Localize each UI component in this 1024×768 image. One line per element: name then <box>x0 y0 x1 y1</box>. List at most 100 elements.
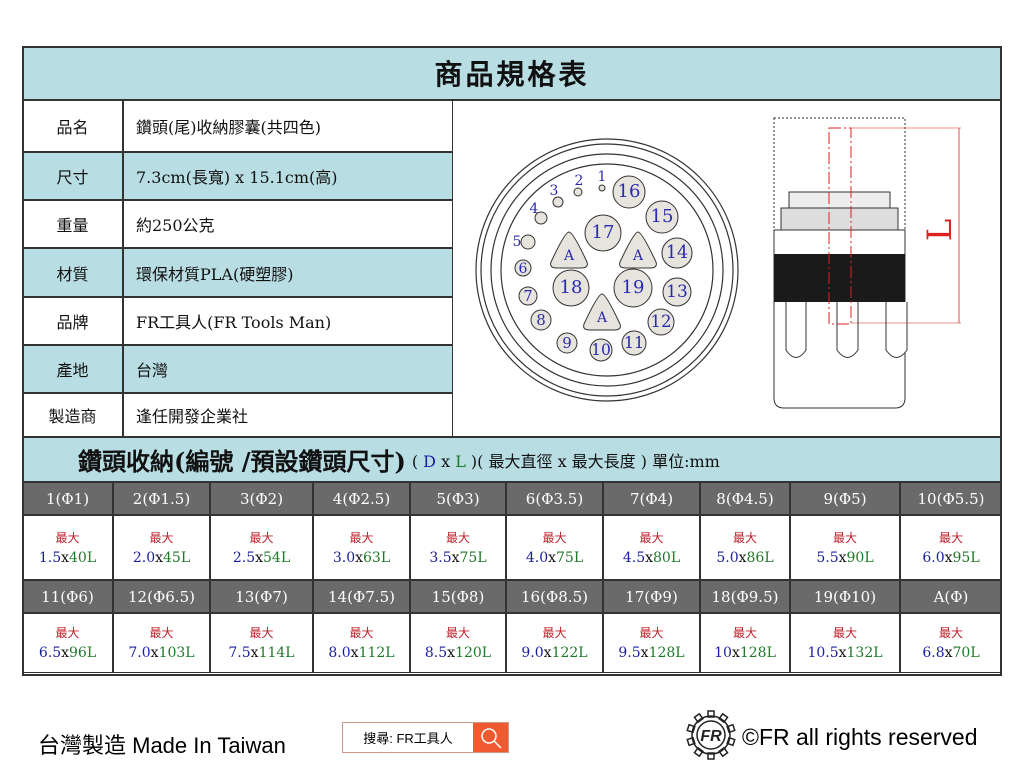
hole-3 <box>552 196 564 208</box>
search-icon <box>480 727 502 749</box>
spec-label: 品名 <box>22 100 123 152</box>
length-label: L <box>920 219 960 242</box>
slot-header: 3(Φ2) <box>210 482 313 515</box>
hole-14 <box>661 237 693 269</box>
copyright: ©FR all rights reserved <box>742 724 978 750</box>
slot-header: 19(Φ10) <box>790 580 900 613</box>
hole-label: 10 <box>591 341 611 359</box>
hole-label: 7 <box>523 289 532 305</box>
made-in-taiwan: 台灣製造 Made In Taiwan <box>38 733 286 758</box>
slot-header: 11(Φ6) <box>22 580 113 613</box>
hole-label: 9 <box>562 334 572 352</box>
hole-7 <box>518 286 538 306</box>
slot-header: 15(Φ8) <box>410 580 506 613</box>
search-button[interactable] <box>473 723 508 752</box>
spec-label: 材質 <box>22 248 123 297</box>
slot-header: 16(Φ8.5) <box>506 580 603 613</box>
spec-label: 品牌 <box>22 297 123 345</box>
slot-header: 8(Φ4.5) <box>700 482 790 515</box>
hole-9 <box>556 332 578 354</box>
hole-13 <box>662 277 692 307</box>
hole-label: 11 <box>624 333 644 352</box>
hole-2 <box>573 187 583 197</box>
triangle-slot <box>550 231 588 269</box>
spec-label: 產地 <box>22 345 123 393</box>
slot-header: A(Φ) <box>900 580 1002 613</box>
spec-label: 重量 <box>22 200 123 248</box>
hole-11 <box>621 330 647 356</box>
slot-header: 1(Φ1) <box>22 482 113 515</box>
storage-heading-text: 鑽頭收納(編號 /預設鑽頭尺寸) <box>78 447 406 476</box>
hole-16 <box>612 175 646 209</box>
hole-label: 14 <box>666 243 688 263</box>
svg-text:A: A <box>596 310 608 326</box>
slot-header: 12(Φ6.5) <box>113 580 210 613</box>
storage-units: ( D x L )( 最大直徑 x 最大長度 ) 單位:mm <box>411 451 720 471</box>
hole-label: 16 <box>618 181 641 202</box>
hole-label: 17 <box>592 222 615 243</box>
slot-header: 9(Φ5) <box>790 482 900 515</box>
hole-15 <box>645 200 679 234</box>
svg-text:A: A <box>563 248 575 264</box>
hole-label: 5 <box>513 234 522 250</box>
slot-header: 13(Φ7) <box>210 580 313 613</box>
hole-label: 12 <box>651 312 672 331</box>
hole-label: 8 <box>536 311 546 329</box>
hole-6 <box>514 259 532 277</box>
hole-10 <box>589 338 613 362</box>
hole-label: 3 <box>550 183 559 199</box>
storage-heading: 鑽頭收納(編號 /預設鑽頭尺寸) ( D x L )( 最大直徑 x 最大長度 … <box>22 437 1002 482</box>
hole-label: 19 <box>622 277 645 298</box>
hole-label: 4 <box>530 201 539 217</box>
svg-text:FR: FR <box>700 728 722 745</box>
hole-label: 6 <box>519 261 528 277</box>
triangle-slot <box>619 231 657 269</box>
hole-17 <box>584 214 622 252</box>
hole-18 <box>552 269 590 307</box>
slot-header: 18(Φ9.5) <box>700 580 790 613</box>
spec-value: 逢任開發企業社 <box>123 393 453 437</box>
page-title: 商品規格表 <box>22 46 1002 100</box>
spec-label: 尺寸 <box>22 152 123 200</box>
search-label: 搜尋: FR工具人 <box>363 731 453 746</box>
slot-header: 2(Φ1.5) <box>113 482 210 515</box>
hole-8 <box>530 309 552 331</box>
slot-header: 14(Φ7.5) <box>313 580 410 613</box>
hole-19 <box>613 268 653 308</box>
hole-label: 1 <box>598 169 607 185</box>
slot-header: 5(Φ3) <box>410 482 506 515</box>
svg-text:A: A <box>632 248 644 264</box>
hole-label: 2 <box>575 173 584 189</box>
hole-4 <box>534 211 548 225</box>
spec-value: 鑽頭(尾)收納膠囊(共四色) <box>123 100 453 152</box>
slot-header: 4(Φ2.5) <box>313 482 410 515</box>
search-box[interactable]: 搜尋: FR工具人 <box>342 722 509 753</box>
spec-value: 環保材質PLA(硬塑膠) <box>123 248 453 297</box>
hole-label: 18 <box>560 277 583 298</box>
slot-header: 17(Φ9) <box>603 580 700 613</box>
hole-1 <box>598 184 606 192</box>
slot-header: 10(Φ5.5) <box>900 482 1002 515</box>
hole-label: 13 <box>666 282 688 302</box>
slot-header: 6(Φ3.5) <box>506 482 603 515</box>
fr-gear-logo-icon: FR <box>686 710 736 760</box>
slot-header: 7(Φ4) <box>603 482 700 515</box>
